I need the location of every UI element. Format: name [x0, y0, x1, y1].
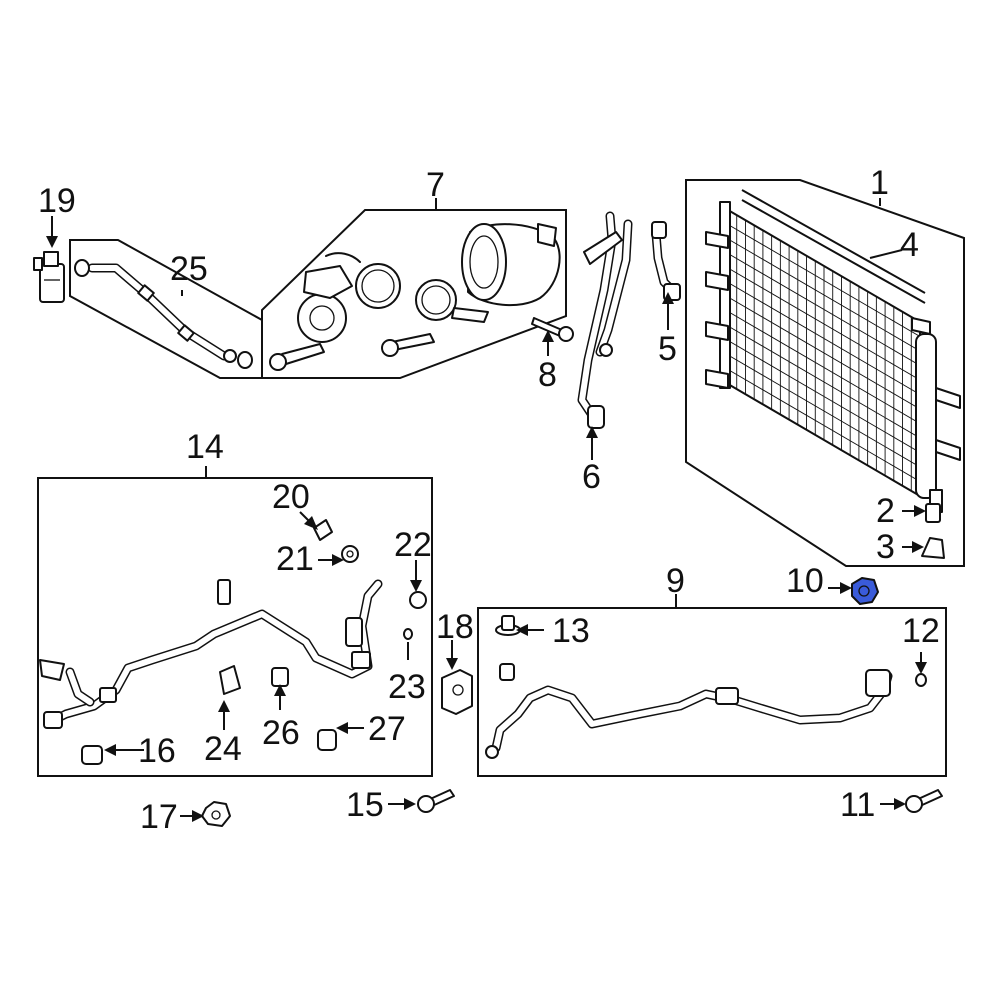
- nut-17[interactable]: [201, 801, 231, 827]
- callout-18: 18: [436, 608, 474, 646]
- leader-lines: [46, 198, 927, 822]
- cap-21[interactable]: [341, 545, 359, 563]
- highlighted-nut[interactable]: [851, 577, 879, 605]
- condenser-bracket-cushion[interactable]: [921, 537, 945, 559]
- callout-24: 24: [204, 730, 242, 768]
- callout-4: 4: [900, 226, 919, 264]
- callout-23: 23: [388, 668, 426, 706]
- callout-3: 3: [876, 528, 895, 566]
- bracket-24[interactable]: [219, 665, 241, 695]
- callout-25: 25: [170, 250, 208, 288]
- o-ring-22[interactable]: [409, 591, 427, 609]
- callout-15: 15: [346, 786, 384, 824]
- callout-12: 12: [902, 612, 940, 650]
- callout-9: 9: [666, 562, 685, 600]
- condenser-tube: [727, 224, 921, 337]
- condenser-assembly[interactable]: [705, 189, 961, 513]
- valve-core-20[interactable]: [313, 519, 333, 541]
- sensor-26[interactable]: [271, 667, 289, 687]
- callout-22: 22: [394, 526, 432, 564]
- compressor-assembly[interactable]: [269, 223, 561, 371]
- condenser-tube: [727, 325, 921, 439]
- callout-5: 5: [658, 330, 677, 368]
- liquid-line[interactable]: [74, 259, 253, 369]
- condenser-tube: [727, 354, 921, 468]
- receiver-drier[interactable]: [33, 251, 65, 303]
- callout-20: 20: [272, 478, 310, 516]
- ac-tube-6[interactable]: [577, 211, 633, 429]
- condenser-tube: [727, 340, 921, 453]
- callout-16: 16: [138, 732, 176, 770]
- switch-27[interactable]: [317, 729, 337, 751]
- compressor-group-box: [261, 209, 567, 379]
- callout-14: 14: [186, 428, 224, 466]
- callout-7: 7: [426, 166, 445, 204]
- condenser-tube: [727, 282, 921, 395]
- o-ring-23[interactable]: [403, 628, 413, 640]
- condenser-tube: [727, 296, 921, 410]
- discharge-line[interactable]: [485, 669, 893, 759]
- block-fitting-18[interactable]: [441, 669, 473, 715]
- callout-17: 17: [140, 798, 178, 836]
- condenser-group-box: [685, 179, 965, 567]
- callout-2: 2: [876, 492, 895, 530]
- callout-1: 1: [870, 164, 889, 202]
- condenser-tube: [727, 253, 921, 366]
- discharge-line-group-box: [477, 607, 947, 777]
- condenser-tube: [727, 238, 921, 352]
- callout-19: 19: [38, 182, 76, 220]
- callout-8: 8: [538, 356, 557, 394]
- suction-line[interactable]: [39, 579, 383, 729]
- condenser-tube: [727, 311, 921, 424]
- drain-plug[interactable]: [925, 503, 941, 523]
- callout-6: 6: [582, 458, 601, 496]
- callout-labels: 1 2 3 4 5 6 7 8 9 10 11 12 13 14 15 16 1…: [38, 164, 940, 836]
- switch-fitting-16[interactable]: [81, 745, 103, 765]
- discharge-o-ring[interactable]: [915, 673, 927, 687]
- callout-21: 21: [276, 540, 314, 578]
- suction-line-group-box: [37, 477, 433, 777]
- discharge-line-fitting-13[interactable]: [495, 615, 521, 681]
- bolt-11[interactable]: [905, 789, 943, 813]
- condenser-tube: [727, 267, 921, 381]
- compressor-bolt[interactable]: [531, 317, 574, 342]
- condenser-tube: [727, 369, 921, 482]
- bolt-15[interactable]: [417, 789, 455, 813]
- callout-27: 27: [368, 710, 406, 748]
- callout-10: 10: [786, 562, 824, 600]
- liquid-line-group-box: [69, 239, 263, 379]
- callout-26: 26: [262, 714, 300, 752]
- ac-tube-5[interactable]: [651, 221, 681, 301]
- callout-13: 13: [552, 612, 590, 650]
- callout-11: 11: [840, 786, 875, 824]
